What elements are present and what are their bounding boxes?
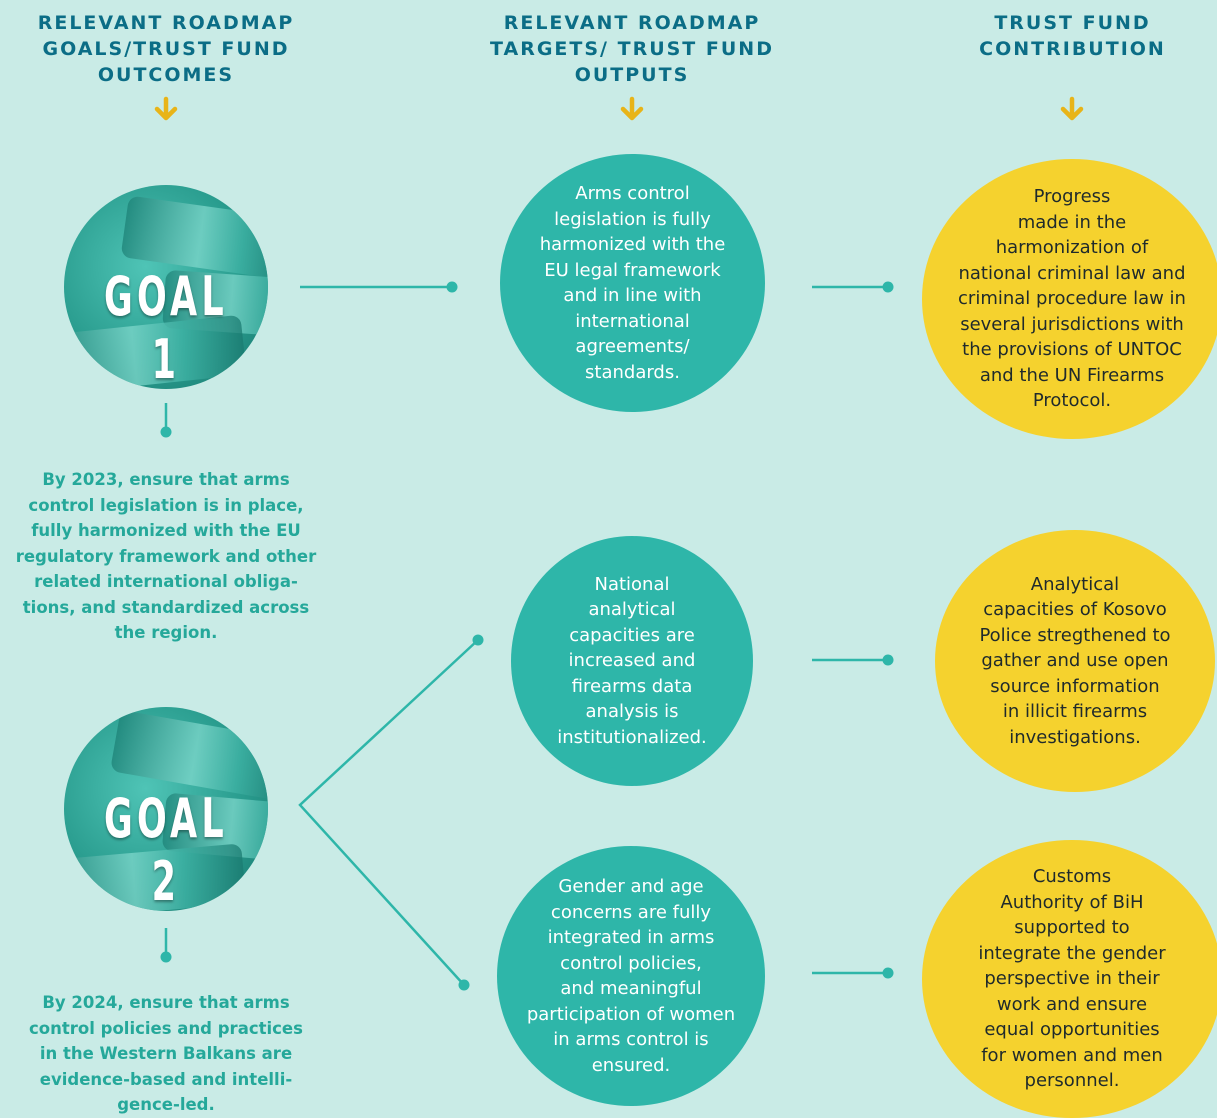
goal-1-description: By 2023, ensure that arms control legisl…	[15, 470, 317, 642]
target-circle-gender: Gender and age concerns are fully integr…	[497, 846, 765, 1106]
goal-2-description: By 2024, ensure that arms control polici…	[29, 993, 303, 1114]
header-targets-outputs: RELEVANT ROADMAP TARGETS/ TRUST FUND OUT…	[490, 12, 774, 86]
contribution-circle-customs-bih: Customs Authority of BiH supported to in…	[922, 840, 1217, 1118]
contribution-text: Analytical capacities of Kosovo Police s…	[979, 573, 1171, 748]
down-arrow-icon	[154, 96, 178, 121]
down-arrow-icon	[620, 96, 644, 121]
contribution-text: Customs Authority of BiH supported to in…	[978, 866, 1166, 1092]
target-text: Arms control legislation is fully harmon…	[539, 183, 726, 383]
down-arrow-icon	[1060, 96, 1084, 121]
target-circle-analytics: National analytical capacities are incre…	[511, 536, 753, 786]
goal-1-badge: GOAL 1	[64, 185, 268, 389]
target-circle-legislation: Arms control legislation is fully harmon…	[500, 154, 765, 412]
contribution-circle-kosovo-police: Analytical capacities of Kosovo Police s…	[935, 530, 1215, 792]
contribution-text: Progress made in the harmonization of na…	[958, 186, 1186, 412]
header-goals-outcomes: RELEVANT ROADMAP GOALS/TRUST FUND OUTCOM…	[37, 12, 295, 86]
goal-2-badge: GOAL 2	[64, 707, 268, 911]
target-text: Gender and age concerns are fully integr…	[526, 876, 736, 1076]
goal-2-label: GOAL 2	[103, 787, 229, 911]
target-text: National analytical capacities are incre…	[557, 573, 707, 748]
contribution-circle-harmonization: Progress made in the harmonization of na…	[922, 159, 1217, 439]
header-contribution: TRUST FUND CONTRIBUTION	[979, 12, 1166, 60]
goal-1-label: GOAL 1	[103, 265, 229, 389]
